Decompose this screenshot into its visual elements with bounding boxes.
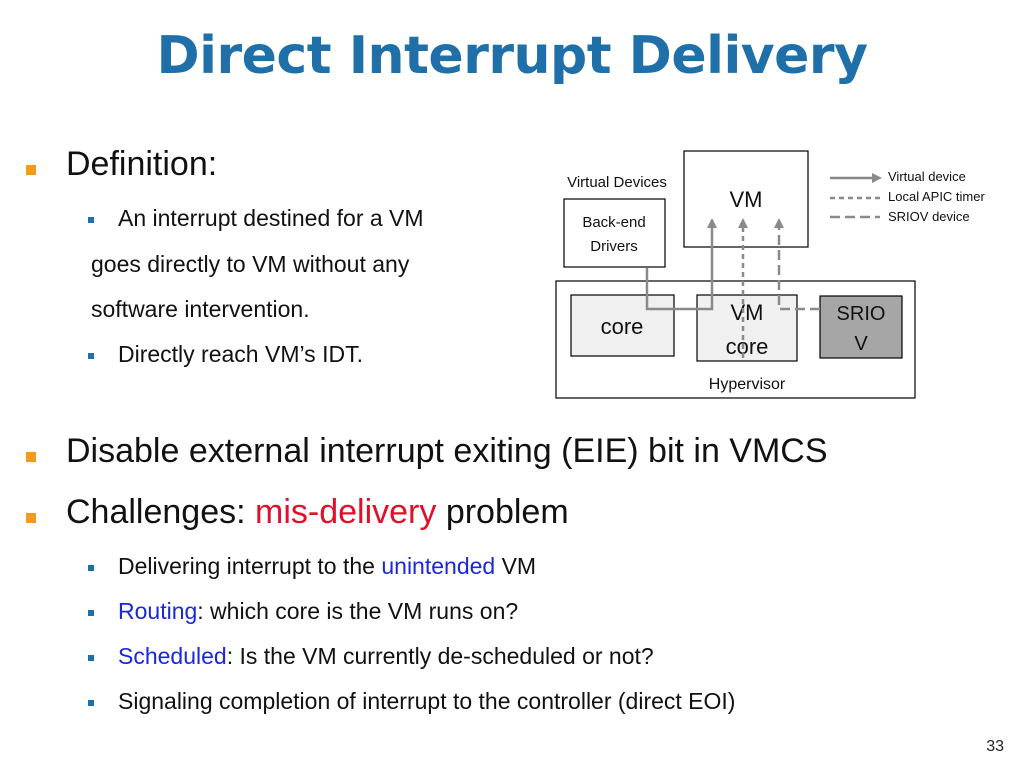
sub-bullet-marker-icon [88, 353, 94, 359]
sriov-device-path [774, 218, 820, 311]
vm-box-label: VM [730, 187, 763, 212]
legend-virtual-device: Virtual device [888, 169, 966, 184]
slide-title: Direct Interrupt Delivery [156, 26, 868, 86]
bullet-marker-icon [26, 165, 36, 175]
bullet-marker-icon [26, 513, 36, 523]
sub-bullet-marker-icon [88, 655, 94, 661]
backend-drivers-label-2: Drivers [590, 238, 638, 255]
legend-local-apic-timer: Local APIC timer [888, 189, 985, 204]
backend-drivers-label-1: Back-end [582, 214, 645, 231]
virtual-devices-label: Virtual Devices [567, 174, 667, 191]
backend-drivers-box [563, 198, 666, 268]
vm-core-label-2: core [726, 334, 769, 359]
mis-delivery-highlight: mis-delivery [255, 493, 437, 531]
definition-item-1-cont-1: goes directly to VM without any [91, 251, 410, 277]
sub-bullet-marker-icon [88, 610, 94, 616]
sub-bullet-marker-icon [88, 700, 94, 706]
vm-box [683, 150, 809, 248]
page-number: 33 [986, 738, 1004, 755]
sub-bullet-marker-icon [88, 565, 94, 571]
bullet-marker-icon [26, 452, 36, 462]
vm-core-label-1: VM [731, 300, 764, 325]
legend-sriov-device: SRIOV device [888, 209, 970, 224]
sub-bullet-marker-icon [88, 217, 94, 223]
sriov-label-2: V [854, 333, 868, 355]
core-box [570, 294, 675, 357]
vm-core-box [696, 294, 798, 362]
definition-heading: Definition: [66, 145, 218, 183]
hypervisor-label: Hypervisor [709, 376, 786, 393]
sriov-label-1: SRIO [837, 303, 886, 325]
core-box-label: core [601, 314, 644, 339]
virtual-device-path [645, 218, 717, 311]
definition-item-1-cont-2: software intervention. [91, 296, 310, 322]
sriov-box [819, 295, 903, 359]
